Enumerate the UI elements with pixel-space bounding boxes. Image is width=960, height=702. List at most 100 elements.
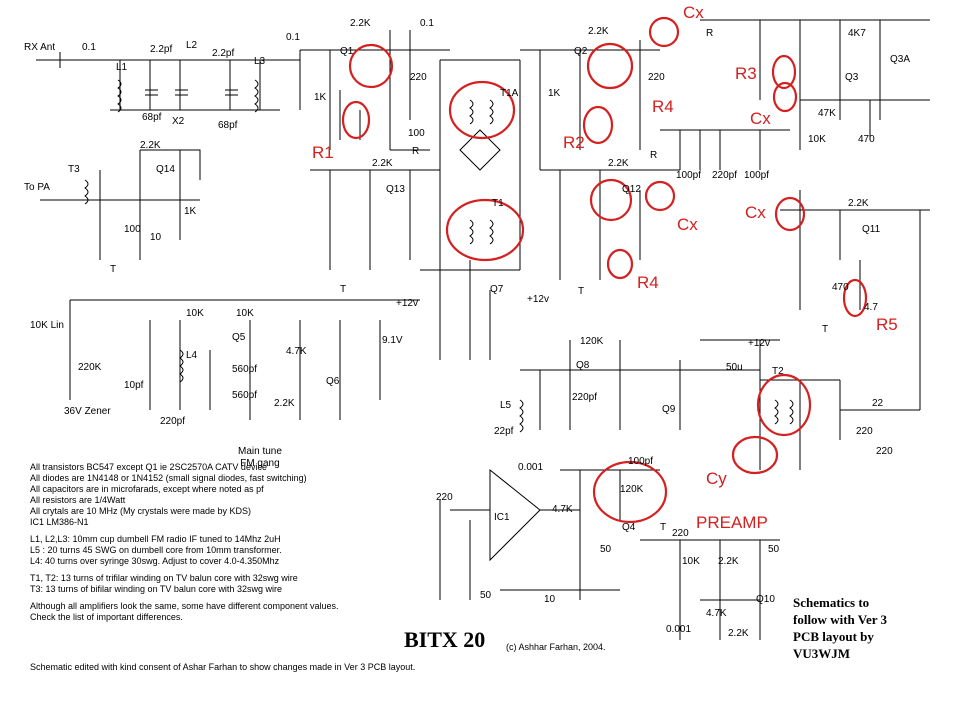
label-to-pa: To PA <box>24 182 50 193</box>
value-220-q10: 220 <box>672 528 689 539</box>
circle-r1 <box>341 100 371 140</box>
label-r4-top: R4 <box>652 97 674 116</box>
value-50u: 50u <box>726 362 743 373</box>
label-q5: Q5 <box>232 332 246 343</box>
annotation-circles <box>341 16 868 524</box>
value-100-q14: 100 <box>124 224 141 235</box>
value-10k-a: 10K <box>186 308 204 319</box>
circle-t1 <box>445 198 525 262</box>
component-labels: RX Ant To PA 10K Lin 36V Zener +12v +12v… <box>24 18 910 639</box>
note-line: T3: 13 turns of bifilar winding on TV ba… <box>30 584 282 594</box>
circle-cx-q11 <box>774 196 806 232</box>
value-22k-q10-b: 2.2K <box>728 628 749 639</box>
value-120k: 120K <box>580 336 604 347</box>
label-cx-top: Cx <box>683 3 704 22</box>
note-line: IC1 LM386-N1 <box>30 517 89 527</box>
value-1k-q2: 1K <box>548 88 561 99</box>
copyright: (c) Ashhar Farhan, 2004. <box>506 642 606 652</box>
label-r4: R4 <box>637 273 659 292</box>
mark-r-b: R <box>650 150 657 161</box>
label-q3: Q3 <box>845 72 859 83</box>
label-cx-mid: Cx <box>677 215 698 234</box>
value-22k-q1: 2.2K <box>350 18 371 29</box>
circle-r5 <box>842 278 868 318</box>
vu3wjm-line: follow with Ver 3 <box>793 612 888 627</box>
label-q8: Q8 <box>576 360 590 371</box>
vu3wjm-line: Schematics to <box>793 595 870 610</box>
value-470-q3: 470 <box>858 134 875 145</box>
annotation-labels: Cx R4 R1 R2 R3 Cx Cx Cx R4 R5 Cy PREAMP <box>312 3 898 532</box>
label-12v-a: +12v <box>396 298 418 309</box>
circle-r2 <box>582 105 614 145</box>
value-22pf-a: 2.2pf <box>150 44 172 55</box>
mark-t-d: T <box>822 324 828 335</box>
mark-t-b: T <box>340 284 346 295</box>
label-cx-right: Cx <box>750 109 771 128</box>
value-22k-vfo: 2.2K <box>274 398 295 409</box>
schematic-title: BITX 20 <box>404 627 485 652</box>
value-470-q11: 470 <box>832 282 849 293</box>
value-100pf-b: 100pf <box>744 170 769 181</box>
label-q14: Q14 <box>156 164 175 175</box>
note-line: Although all amplifiers look the same, s… <box>30 601 339 611</box>
value-10k-q10: 10K <box>682 556 700 567</box>
mark-r-c: R <box>706 28 713 39</box>
circle-cx-mid <box>644 180 676 212</box>
label-q1: Q1 <box>340 46 354 57</box>
note-line: T1, T2: 13 turns of trifilar winding on … <box>30 573 298 583</box>
label-r2: R2 <box>563 133 585 152</box>
value-68pf-b: 68pf <box>218 120 238 131</box>
main-tune-line: Main tune <box>238 446 282 457</box>
value-220-q1: 220 <box>410 72 427 83</box>
value-220-q2: 220 <box>648 72 665 83</box>
value-220k: 220K <box>78 362 102 373</box>
note-line: All capacitors are in microfarads, excep… <box>30 484 264 494</box>
value-100-q1: 100 <box>408 128 425 139</box>
label-preamp: PREAMP <box>696 513 768 532</box>
mark-r-a: R <box>412 146 419 157</box>
label-36v-zener: 36V Zener <box>64 406 111 417</box>
value-50-ic-b: 50 <box>480 590 492 601</box>
label-q6: Q6 <box>326 376 340 387</box>
value-50-q10: 50 <box>768 544 780 555</box>
mark-t-a: T <box>110 264 116 275</box>
value-22: 22 <box>872 398 884 409</box>
label-9v1: 9.1V <box>382 335 403 346</box>
label-rx-ant: RX Ant <box>24 42 55 53</box>
circle-cx-top <box>648 16 680 48</box>
value-22pf-b: 2.2pf <box>212 48 234 59</box>
value-220-ic: 220 <box>436 492 453 503</box>
label-t3: T3 <box>68 164 80 175</box>
label-x2: X2 <box>172 116 185 127</box>
value-100pf-q4: 100pf <box>628 456 653 467</box>
value-10pf: 10pf <box>124 380 144 391</box>
value-22k-q11: 2.2K <box>848 198 869 209</box>
value-c-in: 0.1 <box>82 42 96 53</box>
value-220pf: 220pf <box>712 170 737 181</box>
label-cx-q11: Cx <box>745 203 766 222</box>
vu3wjm-line: PCB layout by <box>793 629 874 644</box>
circle-q4-cap <box>592 460 668 524</box>
circle-q12 <box>589 178 633 222</box>
credit-line: Schematic edited with kind consent of As… <box>30 662 416 672</box>
value-10k-b: 10K <box>236 308 254 319</box>
value-10-q14: 10 <box>150 232 162 243</box>
label-r5: R5 <box>876 315 898 334</box>
value-68pf-a: 68pf <box>142 112 162 123</box>
value-120k-q4: 120K <box>620 484 644 495</box>
value-47-q11: 4.7 <box>864 302 878 313</box>
label-l4: L4 <box>186 350 198 361</box>
circle-r3 <box>771 54 797 90</box>
value-47k: 47K <box>818 108 836 119</box>
value-01-top: 0.1 <box>420 18 434 29</box>
label-cy: Cy <box>706 469 727 488</box>
label-q12: Q12 <box>622 184 641 195</box>
value-22k-q14: 2.2K <box>140 140 161 151</box>
value-22k-q12: 2.2K <box>608 158 629 169</box>
label-q11: Q11 <box>862 224 881 235</box>
value-50-ic: 50 <box>600 544 612 555</box>
circle-t2 <box>756 373 812 437</box>
value-1k-q1: 1K <box>314 92 327 103</box>
label-l2: L2 <box>186 40 198 51</box>
